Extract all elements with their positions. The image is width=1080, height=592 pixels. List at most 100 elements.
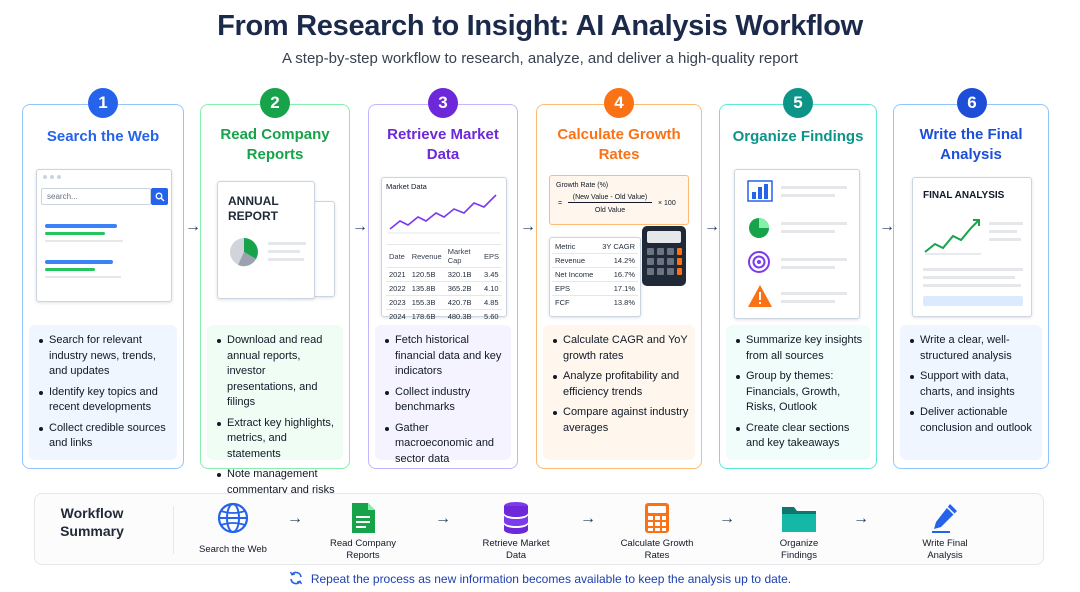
step-2-bullet: Note management commentary and risks xyxy=(217,467,337,498)
target-icon xyxy=(748,251,770,273)
pie-chart-icon xyxy=(749,218,769,238)
summary-item-label-line1: Calculate Growth xyxy=(620,538,694,549)
summary-item-label-line2: Rates xyxy=(644,550,670,561)
step-4-bullet: Analyze profitability and efficiency tre… xyxy=(553,369,689,400)
step-2-badge: 2 xyxy=(260,88,290,118)
step-2-title-line1: Read Company xyxy=(220,126,330,143)
table-cell: Revenue xyxy=(552,253,598,268)
step-6-bullet: Write a clear, well-structured analysis xyxy=(910,333,1036,364)
formula-title: Growth Rate (%) xyxy=(556,182,609,189)
step-1-bullet: Search for relevant industry news, trend… xyxy=(39,333,171,380)
step-6-bullet: Support with data, charts, and insights xyxy=(910,369,1036,400)
table-cell: 3.45 xyxy=(480,267,502,282)
step-5-bullet: Create clear sections and key takeaways xyxy=(736,421,864,452)
step-2-bullet: Download and read annual reports, invest… xyxy=(217,333,337,411)
step-arrow: → xyxy=(352,218,368,235)
step-6-badge: 6 xyxy=(957,88,987,118)
step-4-bullets: Calculate CAGR and YoY growth rates Anal… xyxy=(543,325,695,460)
line-chart-icon xyxy=(388,194,500,234)
summary-item-label-line2: Data xyxy=(505,550,527,561)
summary-item-label-line2: Findings xyxy=(781,550,817,561)
step-arrow: → xyxy=(185,218,201,235)
footer-note: Repeat the process as new information be… xyxy=(0,571,1080,586)
summary-item-search: Search the Web xyxy=(183,500,283,556)
search-input[interactable]: search... xyxy=(41,188,151,205)
summary-item-label: Calculate Growth Rates xyxy=(607,538,707,562)
step-3-badge: 3 xyxy=(428,88,458,118)
report-title-line1: ANNUAL xyxy=(228,194,279,208)
table-row: 2023 155.3B 420.7B 4.85 xyxy=(386,295,502,310)
table-cell: 135.8B xyxy=(408,281,445,296)
table-cell: 4.10 xyxy=(480,281,502,296)
summary-item-label: Organize Findings xyxy=(749,538,849,562)
summary-label: Workflow Summary xyxy=(59,504,125,540)
formula-denominator: Old Value xyxy=(594,207,626,214)
warning-icon xyxy=(748,285,772,307)
table-cell: Net Income xyxy=(552,267,598,282)
step-arrow: → xyxy=(879,218,895,235)
table-cell: 120.5B xyxy=(408,267,445,282)
step-3-title: Retrieve Market Data xyxy=(373,125,513,165)
workflow-summary: Workflow Summary Search the Web → xyxy=(34,493,1044,565)
step-2-bullet: Extract key highlights, metrics, and sta… xyxy=(217,416,337,463)
formula-numerator: (New Value - Old Value) xyxy=(568,194,652,203)
step-5-title-line1: Organize Findings xyxy=(732,128,864,145)
step-1-badge: 1 xyxy=(88,88,118,118)
summary-item-label-line1: Organize xyxy=(779,538,819,549)
search-icon xyxy=(155,192,164,201)
summary-item-label: Read Company Reports xyxy=(313,538,413,562)
step-5-bullet: Summarize key insights from all sources xyxy=(736,333,864,364)
market-data-mockup: Market Data Date Revenue Market Cap EPS … xyxy=(381,177,507,323)
table-cell: EPS xyxy=(552,281,598,296)
table-cell: 2022 xyxy=(386,281,409,296)
step-6-title-line1: Write the Final xyxy=(919,126,1023,143)
step-6-title-line2: Analysis xyxy=(940,146,1002,163)
market-data-table: Date Revenue Market Cap EPS 2021 120.5B … xyxy=(386,244,502,323)
trend-chart-icon xyxy=(924,219,981,255)
step-4-bullet: Compare against industry averages xyxy=(553,405,689,436)
table-cell: FCF xyxy=(552,295,598,309)
globe-icon xyxy=(217,502,249,534)
table-header: 3Y CAGR xyxy=(602,242,635,251)
step-2-title: Read Company Reports xyxy=(205,125,345,165)
table-header: Metric xyxy=(555,242,576,251)
summary-item-label: Search the Web xyxy=(183,544,283,556)
search-button[interactable] xyxy=(151,188,168,205)
summary-arrow: → xyxy=(287,510,303,527)
step-4-badge: 4 xyxy=(604,88,634,118)
calculator-icon xyxy=(645,503,669,533)
step-arrow: → xyxy=(704,218,720,235)
table-header: Date xyxy=(386,244,409,268)
table-cell: 320.1B xyxy=(444,267,481,282)
final-analysis-mockup: FINAL ANALYSIS xyxy=(912,177,1032,317)
page-title: From Research to Insight: AI Analysis Wo… xyxy=(217,10,863,42)
step-6-bullets: Write a clear, well-structured analysis … xyxy=(900,325,1042,460)
table-cell: 13.8% xyxy=(597,295,638,309)
database-icon xyxy=(504,502,528,534)
summary-item-market: Retrieve Market Data xyxy=(466,500,566,562)
summary-item-reports: Read Company Reports xyxy=(313,500,413,562)
pen-icon xyxy=(932,504,957,533)
summary-arrow: → xyxy=(580,510,596,527)
summary-item-label-line2: Reports xyxy=(346,550,380,561)
summary-item-label-line1: Write Final xyxy=(922,538,968,549)
summary-item-label: Write Final Analysis xyxy=(895,538,995,562)
table-row: 2024 178.6B 480.3B 5.60 xyxy=(386,309,502,323)
summary-item-label-line1: Search the Web xyxy=(199,544,267,555)
step-3-bullets: Fetch historical financial data and key … xyxy=(375,325,511,465)
step-1-title: Search the Web xyxy=(27,127,179,147)
table-cell: 16.7% xyxy=(597,267,638,282)
table-cell: 420.7B xyxy=(444,295,481,310)
table-row: 2022 135.8B 365.2B 4.10 xyxy=(386,281,502,296)
report-mockup: ANNUAL REPORT xyxy=(217,181,315,299)
table-header: EPS xyxy=(480,244,502,268)
step-3-bullet: Fetch historical financial data and key … xyxy=(385,333,505,380)
step-3-card: Retrieve Market Data Market Data Date Re… xyxy=(368,104,518,469)
table-header: Market Cap xyxy=(444,244,481,268)
step-5-card: Organize Findings Summarize key in xyxy=(719,104,877,469)
step-5-badge: 5 xyxy=(783,88,813,118)
